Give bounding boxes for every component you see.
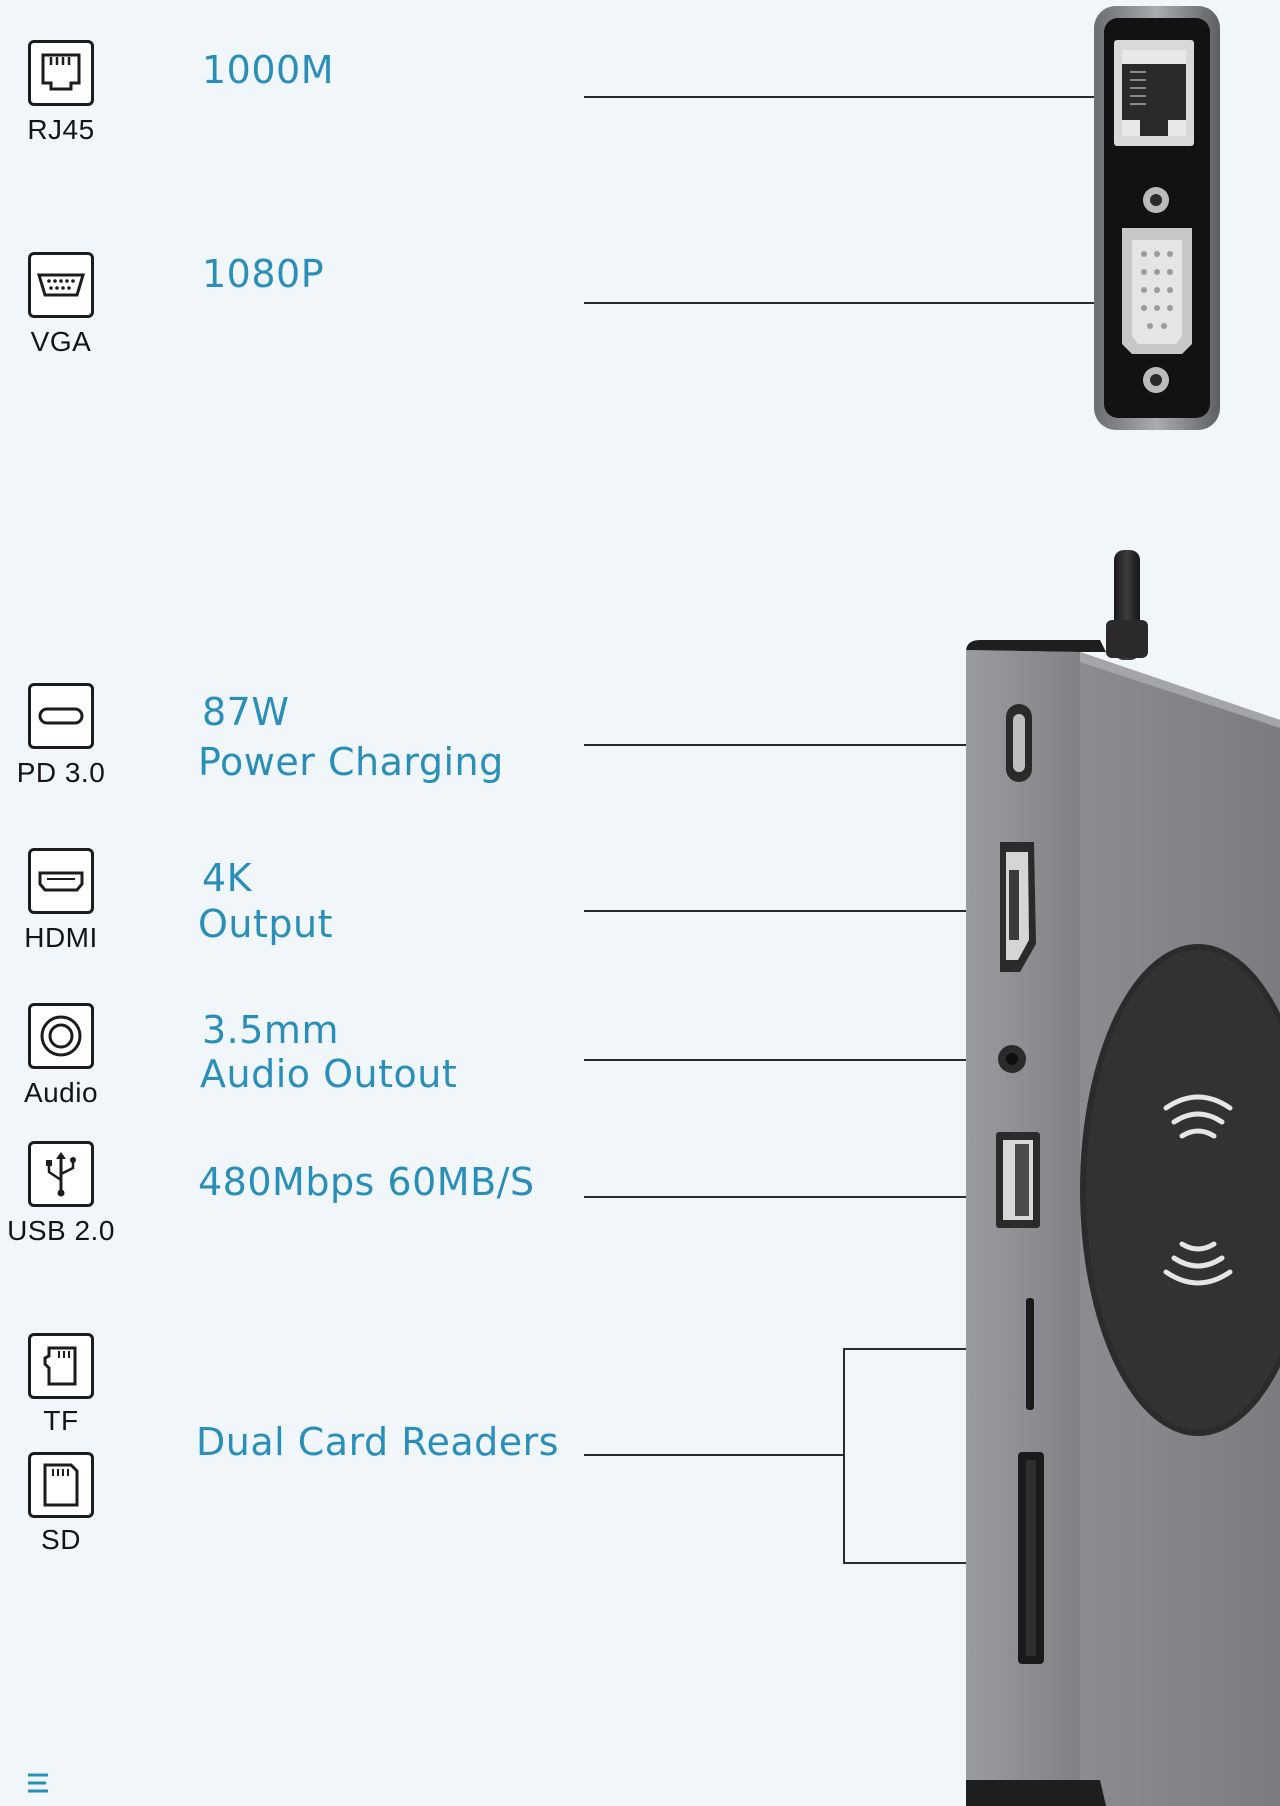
audio-jack-icon xyxy=(28,1003,94,1069)
card-reader-spec: Dual Card Readers xyxy=(196,1420,560,1464)
menu-icon xyxy=(28,1773,48,1793)
sd-card-icon xyxy=(28,1452,94,1518)
hdmi-label: HDMI xyxy=(24,922,98,953)
hdmi-port xyxy=(1000,842,1036,972)
rj45-label: RJ45 xyxy=(27,114,95,145)
card-reader-leader-line xyxy=(584,1454,844,1456)
pd-leader-line xyxy=(584,744,980,746)
tf-label: TF xyxy=(43,1405,79,1436)
audio-label: Audio xyxy=(23,1077,99,1108)
vga-leader-line xyxy=(584,302,1110,304)
tf-card-slot xyxy=(1026,1298,1034,1410)
vga-label: VGA xyxy=(30,326,92,357)
pd-spec-line1: 87W xyxy=(202,690,290,734)
usb-leader-line xyxy=(584,1196,980,1198)
audio-spec-line2: Audio Outout xyxy=(200,1052,458,1096)
wireless-charging-icon xyxy=(1163,1094,1233,1286)
usb-icon xyxy=(28,1141,94,1207)
pd-spec-line2: Power Charging xyxy=(198,740,504,784)
hub-body xyxy=(966,550,1280,1806)
rj45-leader-line xyxy=(584,96,1110,98)
tf-leader-line xyxy=(843,1348,981,1350)
audio-spec-line1: 3.5mm xyxy=(202,1008,339,1052)
audio-leader-line xyxy=(584,1059,980,1061)
vga-port xyxy=(1122,228,1192,354)
hdmi-spec-line1: 4K xyxy=(202,856,253,900)
rj45-spec: 1000M xyxy=(202,48,334,92)
tf-card-icon xyxy=(28,1333,94,1399)
wireless-charging-pad xyxy=(1080,944,1280,1436)
hdmi-leader-line xyxy=(584,910,980,912)
pd-label: PD 3.0 xyxy=(16,757,106,788)
hdmi-spec-line2: Output xyxy=(198,902,333,946)
hdmi-port-icon xyxy=(28,848,94,914)
card-reader-bracket xyxy=(843,1348,845,1564)
usb-label: USB 2.0 xyxy=(7,1215,115,1246)
vga-spec: 1080P xyxy=(202,252,325,296)
sd-label: SD xyxy=(41,1524,81,1555)
vga-port-icon xyxy=(28,252,94,318)
usb-spec: 480Mbps 60MB/S xyxy=(198,1160,535,1204)
ethernet-port-icon xyxy=(28,40,94,106)
hub-end-view xyxy=(1094,6,1220,430)
usb-a-port xyxy=(996,1132,1040,1228)
usb-c-port-icon xyxy=(28,683,94,749)
ethernet-port xyxy=(1114,40,1194,146)
sd-leader-line xyxy=(843,1562,981,1564)
